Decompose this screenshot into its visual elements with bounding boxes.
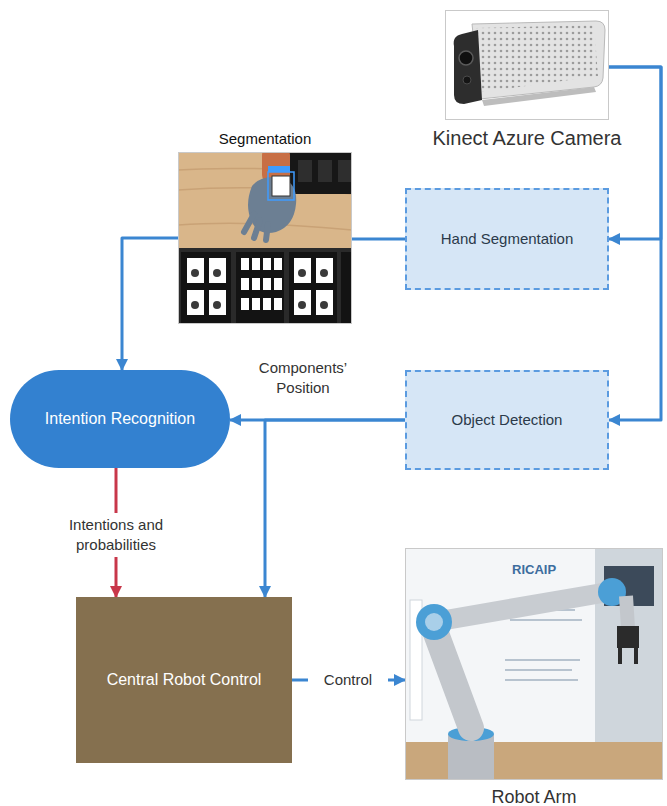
segmentation-picture-part-part: [298, 269, 306, 277]
robot-picture-part: [434, 628, 471, 728]
segmentation-picture-part: [191, 269, 328, 309]
segmentation-picture-part-part: [263, 278, 271, 290]
segmentation-picture-part-part: [263, 298, 271, 310]
camera-picture-part: [476, 25, 598, 92]
robot-picture-part: [425, 613, 443, 631]
edge-label: Components’ Position: [247, 358, 359, 399]
segmentation-picture-part: [338, 160, 352, 182]
segmentation-picture-part: [298, 160, 312, 182]
flow-arrow: [352, 238, 405, 241]
segmentation-picture-part-part: [252, 278, 260, 290]
flow-arrow: [265, 420, 405, 597]
segmentation-picture-part-part: [191, 269, 199, 277]
node-label: Central Robot Control: [107, 670, 262, 690]
segmentation-picture-part: [248, 177, 296, 233]
camera-picture-part: [482, 87, 596, 106]
robot-picture-part-part: [505, 659, 580, 661]
segmentation-picture-part: [318, 160, 332, 182]
robot-picture-part: [434, 592, 608, 622]
segmentation-picture-part-part: [294, 258, 311, 283]
edge-label: Control: [308, 668, 388, 692]
segmentation-picture-part-part: [320, 269, 328, 277]
image-caption: Segmentation: [219, 130, 312, 147]
segmentation-picture-part: [268, 172, 294, 200]
robot-picture-part-part: [505, 679, 578, 681]
robot-picture-part: [617, 626, 639, 648]
segmentation-picture-part-part: [241, 278, 249, 290]
segmentation-picture-part: [178, 248, 352, 324]
segmentation-picture-part-part: [209, 290, 226, 315]
robot-picture-part-part: [510, 619, 582, 621]
segmentation-picture-part-part: [191, 301, 199, 309]
segmentation-picture-part: [236, 252, 284, 324]
image-caption: Kinect Azure Camera: [433, 127, 622, 150]
segmentation-picture-part-part: [320, 301, 328, 309]
segmentation-picture-part-part: [274, 298, 282, 310]
robot-image: Robot Arm: [405, 548, 663, 780]
segmentation-picture-part-part: [274, 278, 282, 290]
robot-picture: [405, 548, 663, 780]
robot-picture-part-part: [505, 669, 572, 671]
camera-picture-part: [463, 76, 471, 84]
node-label: Hand Segmentation: [441, 230, 574, 249]
flow-arrow: [122, 238, 178, 370]
segmentation-picture-part: [268, 166, 290, 172]
segmentation-picture-part-part: [316, 258, 333, 283]
poster-text: RICAIP: [512, 562, 556, 577]
process-pill: Intention Recognition: [10, 370, 230, 468]
robot-picture-part: [416, 604, 452, 640]
segmentation-picture-part: [272, 176, 290, 196]
camera-picture-part: [459, 51, 473, 65]
camera-picture: [445, 10, 609, 120]
segmentation-picture-part-part: [213, 301, 221, 309]
camera-picture-part: [472, 21, 605, 99]
node-label: Object Detection: [452, 411, 563, 430]
segmentation-image: Segmentation: [178, 152, 352, 324]
robot-picture-part: [626, 596, 628, 628]
segmentation-picture-part-part: [316, 290, 333, 315]
segmentation-picture-part: [244, 214, 268, 240]
segmentation-picture-part-part: [241, 298, 249, 310]
segmentation-picture-part-part: [213, 269, 221, 277]
camera-picture-part: [454, 30, 482, 104]
segmentation-picture-part: [341, 252, 352, 324]
image-caption: Robot Arm: [491, 787, 576, 806]
node-label: Intention Recognition: [45, 409, 195, 429]
camera-picture-part: [445, 10, 609, 120]
control-box: Central Robot Control: [76, 597, 292, 763]
segmentation-picture-part-part: [241, 258, 249, 270]
segmentation-picture-part-part: [252, 298, 260, 310]
segmentation-picture-part-part: [274, 258, 282, 270]
segmentation-picture: [178, 152, 352, 324]
segmentation-picture-part-part: [252, 258, 260, 270]
robot-picture-part: [618, 648, 622, 664]
segmentation-picture-part-part: [187, 258, 204, 283]
segmentation-picture-part: [187, 258, 333, 315]
process-box: Hand Segmentation: [405, 188, 609, 290]
edge-label: Intentions and probabilities: [46, 513, 186, 558]
flow-arrow: [609, 67, 661, 239]
segmentation-picture-part-part: [187, 290, 204, 315]
segmentation-picture-part: [289, 252, 337, 324]
robot-picture-part: [634, 648, 638, 664]
segmentation-picture-part-part: [263, 258, 271, 270]
segmentation-picture-part: [181, 252, 231, 324]
segmentation-picture-part-part: [294, 290, 311, 315]
process-box: Object Detection: [405, 370, 609, 470]
segmentation-picture-part-part: [298, 301, 306, 309]
robot-picture-part: [405, 742, 663, 780]
segmentation-picture-part-part: [209, 258, 226, 283]
robot-picture-part: [405, 548, 663, 780]
flow-arrow: [609, 67, 661, 420]
camera-image: Kinect Azure Camera: [445, 10, 609, 120]
